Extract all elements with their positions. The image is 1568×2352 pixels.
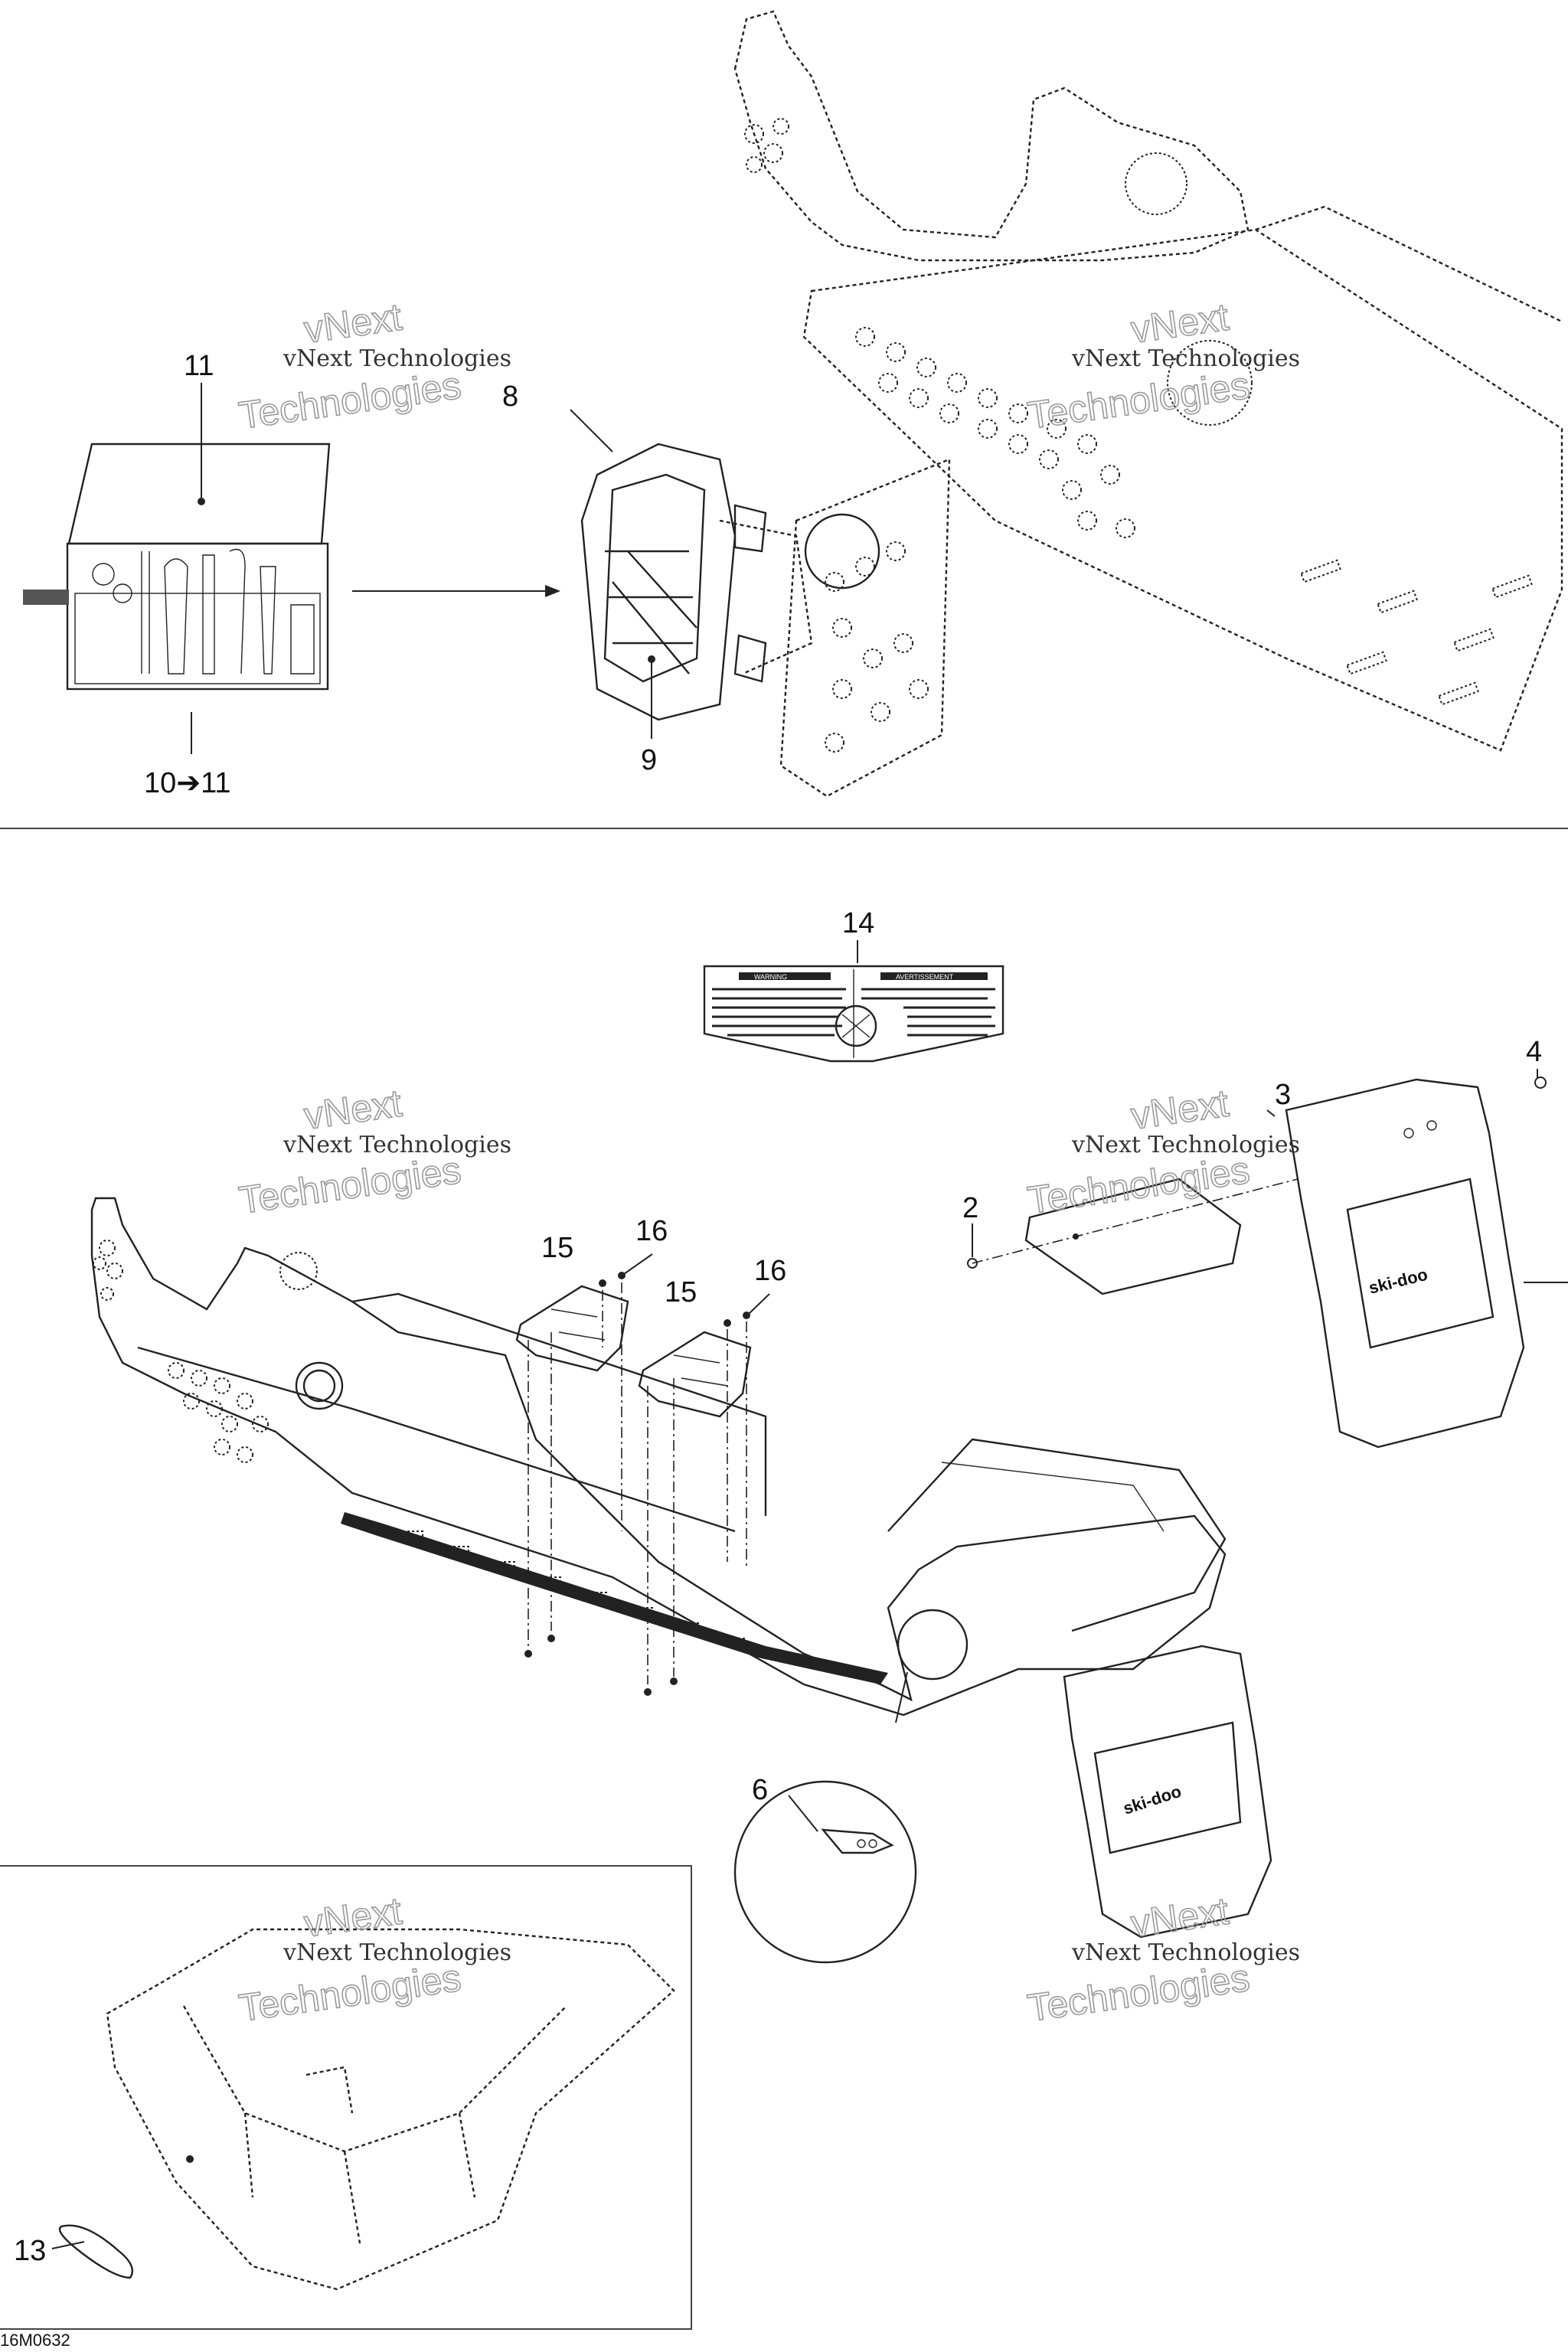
watermark-outline: Technologies — [237, 1956, 464, 2030]
watermark-outline: vNext — [1129, 1890, 1231, 1945]
watermark-line: vNext Technologies — [1071, 345, 1300, 372]
warning-decal-icon — [703, 965, 1004, 1063]
watermark-group-3: vNext Technologies vNext Technologies — [236, 1081, 511, 1223]
watermark-group-5: vNext Technologies vNext Technologies — [236, 1889, 511, 2030]
decal-left-heading: WARNING — [754, 973, 787, 981]
mud-flap-icon: ski-doo — [1285, 1078, 1525, 1449]
inset-box — [0, 1865, 692, 2330]
callout-10-to-11: 10➔11 — [144, 767, 231, 799]
callout-13: 13 — [14, 2235, 46, 2267]
watermark-outline: vNext — [302, 296, 404, 351]
mounting-bracket-left — [515, 1285, 629, 1372]
callout-6: 6 — [752, 1774, 768, 1806]
reference-code: 16M0632 — [0, 2331, 70, 2350]
watermark-line: vNext Technologies — [283, 345, 511, 372]
watermark-outline: Technologies — [237, 364, 464, 437]
rear-mud-flap: ski-doo — [1063, 1645, 1272, 1939]
callout-2: 2 — [962, 1192, 978, 1224]
watermark-group-4: vNext Technologies vNext Technologies — [1024, 1081, 1300, 1223]
mounting-bracket-right — [638, 1331, 752, 1418]
callout-11: 11 — [184, 350, 214, 382]
watermark-line: vNext Technologies — [283, 1132, 511, 1158]
detail-callout-circle — [733, 1609, 969, 1964]
watermark-outline: vNext — [1129, 1082, 1231, 1138]
frame-rear-top-view — [733, 10, 1563, 798]
watermark-outline: vNext — [1129, 296, 1231, 351]
decal-right-heading: AVERTISSEMENT — [896, 973, 954, 981]
callout-16-left: 16 — [635, 1215, 668, 1247]
watermark-group-1: vNext Technologies vNext Technologies — [236, 295, 511, 438]
watermark-group-6: vNext Technologies vNext Technologies — [1024, 1889, 1300, 2030]
callout-16-right: 16 — [754, 1255, 786, 1287]
watermark-outline: Technologies — [1025, 1148, 1253, 1222]
watermark-line: vNext Technologies — [1071, 1939, 1300, 1966]
floor-holes — [855, 327, 1135, 538]
watermark-outline: vNext — [302, 1890, 404, 1945]
watermark-line: vNext Technologies — [1071, 1132, 1300, 1158]
tunnel-assembly — [90, 1197, 1227, 1717]
callout-15-right: 15 — [665, 1276, 697, 1308]
watermark-group-2: vNext Technologies vNext Technologies — [1024, 295, 1300, 438]
watermark-outline: Technologies — [1025, 1956, 1253, 2030]
watermark-outline: vNext — [302, 1082, 404, 1138]
callout-15-left: 15 — [541, 1232, 573, 1264]
watermark-line: vNext Technologies — [283, 1939, 511, 1966]
watermark-outline: Technologies — [237, 1148, 464, 1222]
toolkit-bag-icon — [23, 443, 331, 691]
callout-3: 3 — [1275, 1079, 1291, 1111]
callout-8: 8 — [502, 381, 518, 413]
callout-14: 14 — [842, 907, 874, 939]
storage-bag-icon — [580, 443, 813, 721]
brand-logo-top: ski-doo — [1367, 1265, 1429, 1298]
brand-logo-bottom: ski-doo — [1121, 1782, 1184, 1818]
callout-4: 4 — [1526, 1036, 1542, 1068]
watermark-outline: Technologies — [1025, 364, 1253, 437]
callout-9: 9 — [641, 744, 657, 776]
floor-slots — [1300, 559, 1533, 706]
screws — [524, 1272, 750, 1696]
